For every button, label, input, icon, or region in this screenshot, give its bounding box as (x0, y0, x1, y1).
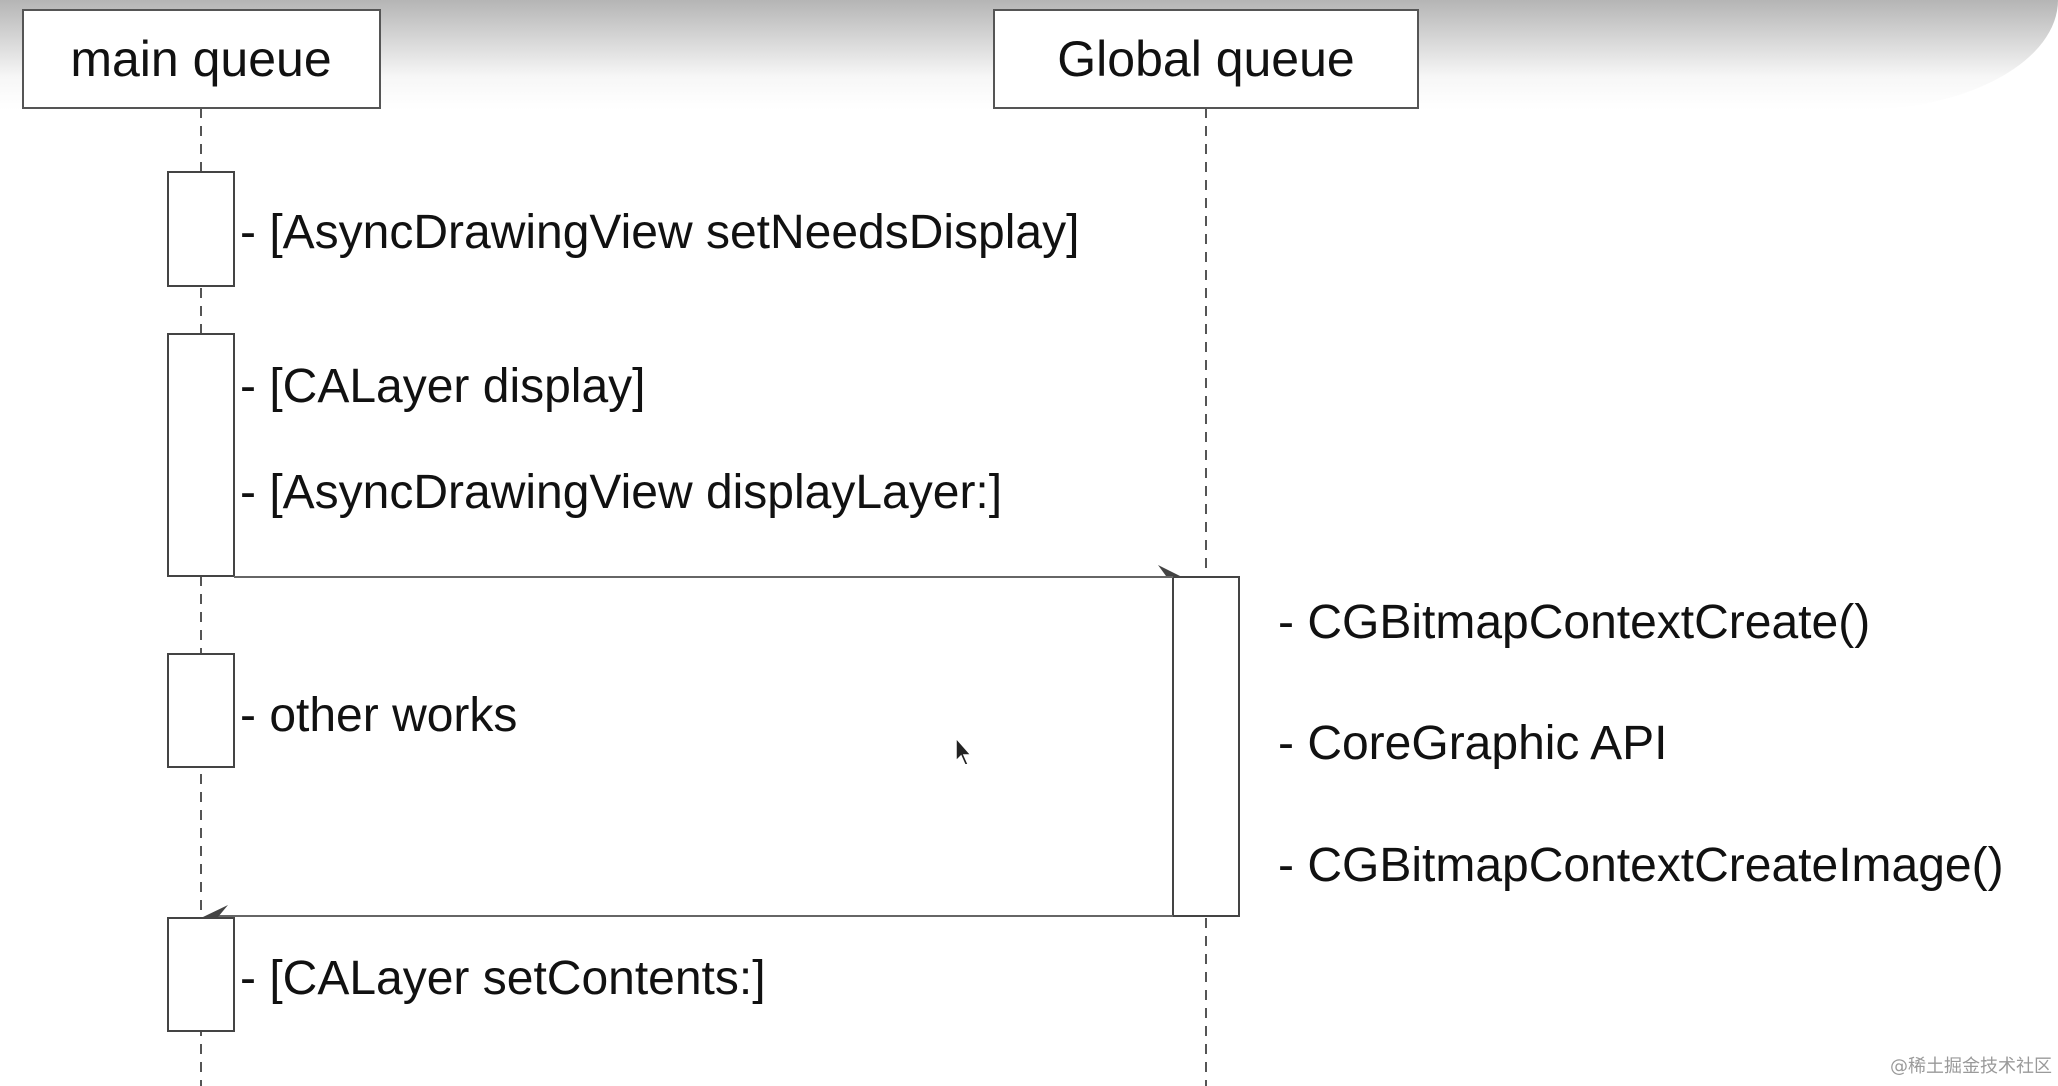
async-arrow-to-global (234, 565, 1180, 578)
activation-other-works (167, 653, 235, 768)
lifeline-main-header: main queue (22, 9, 381, 109)
mouse-cursor-icon (955, 736, 973, 766)
msg-other-works: - other works (240, 689, 517, 742)
lifeline-main-label: main queue (70, 31, 331, 87)
msg-bitmap-create: - CGBitmapContextCreate() (1278, 596, 1870, 649)
lifeline-global-label: Global queue (1057, 31, 1354, 87)
activation-display (167, 333, 235, 577)
msg-calayer-display: - [CALayer display] (240, 360, 646, 413)
msg-set-needs-display: - [AsyncDrawingView setNeedsDisplay] (240, 206, 1079, 259)
msg-display-layer: - [AsyncDrawingView displayLayer:] (240, 466, 1002, 519)
activation-set-contents (167, 917, 235, 1032)
async-arrow-to-main (203, 905, 1173, 917)
msg-coregraphic-api: - CoreGraphic API (1278, 717, 1667, 770)
activation-global-drawing (1172, 576, 1240, 917)
msg-set-contents: - [CALayer setContents:] (240, 952, 766, 1005)
activation-set-needs-display (167, 171, 235, 287)
msg-bitmap-create-image: - CGBitmapContextCreateImage() (1278, 839, 2004, 892)
lifeline-global-header: Global queue (993, 9, 1419, 109)
watermark: @稀土掘金技术社区 (1890, 1056, 2052, 1077)
